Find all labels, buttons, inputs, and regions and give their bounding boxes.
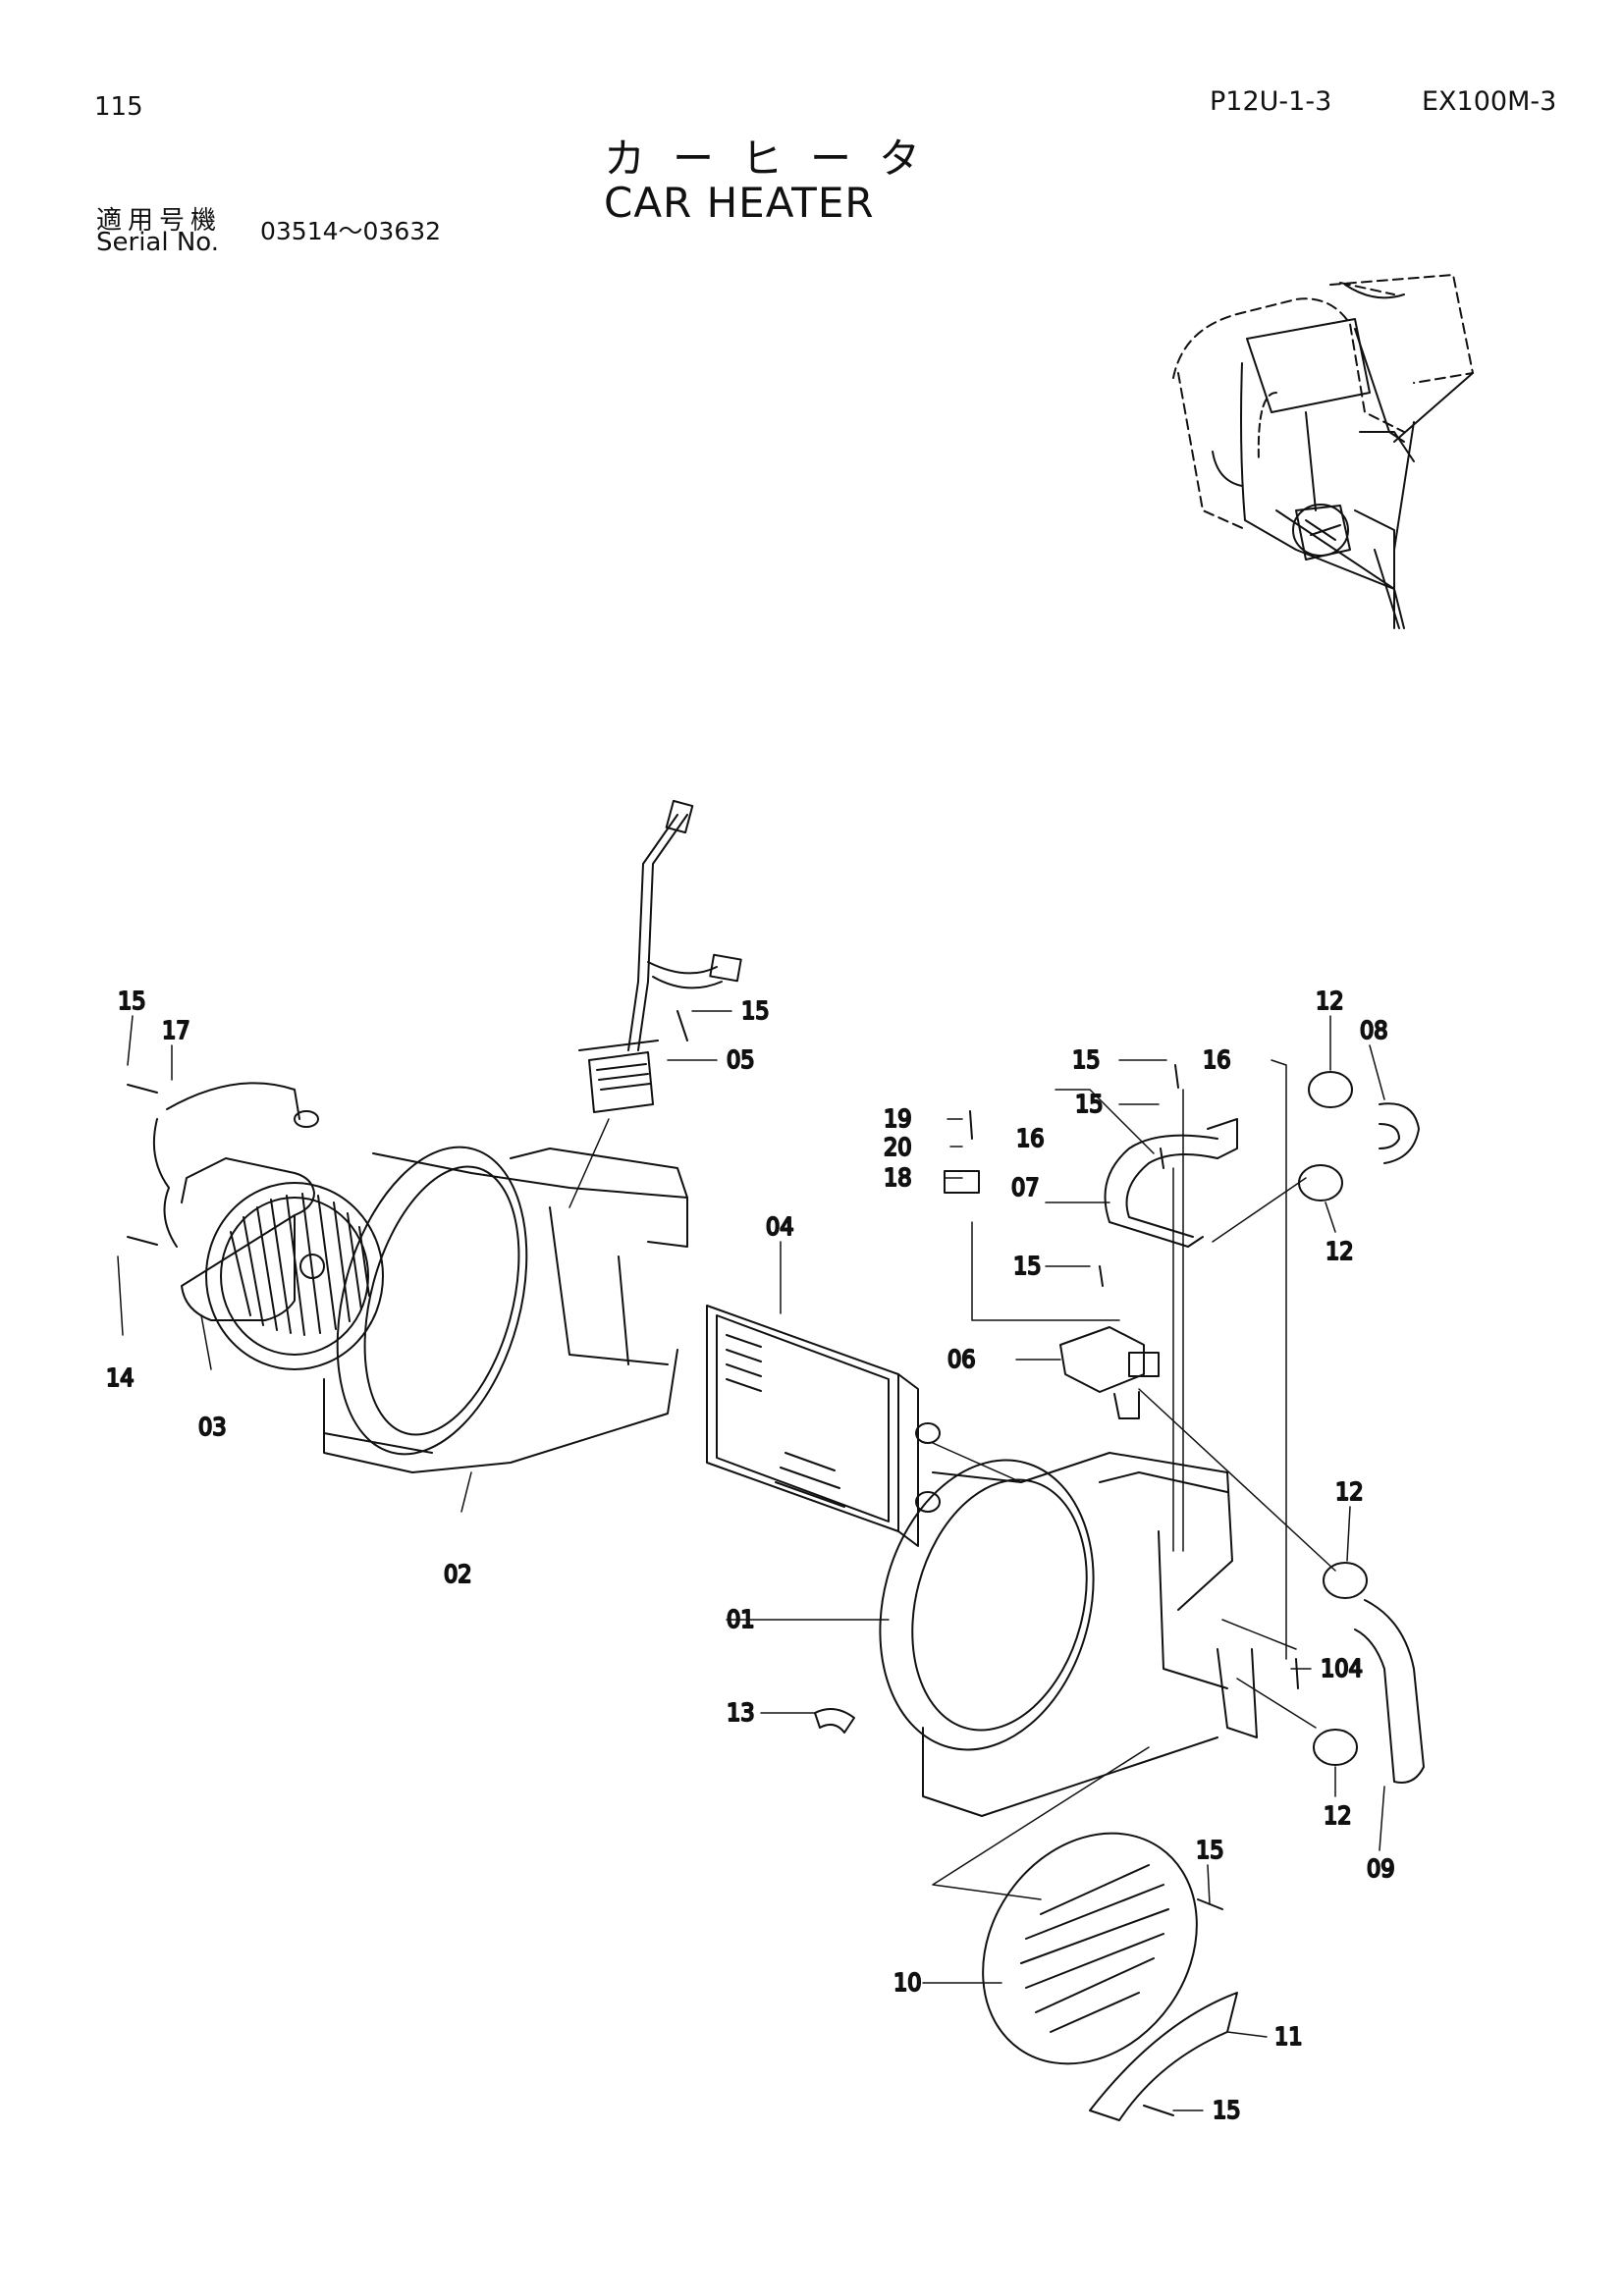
serial-label: Serial No. — [96, 228, 219, 257]
callout-10: 10 — [893, 1968, 922, 1997]
callout-17: 17 — [162, 1016, 190, 1044]
leader-lines — [117, 1010, 1385, 2111]
fan-housing — [323, 1146, 688, 1473]
clip — [814, 1708, 855, 1734]
callout-04: 04 — [766, 1212, 794, 1241]
callout-02: 02 — [444, 1560, 472, 1588]
bracket — [944, 1170, 980, 1194]
callout-14: 14 — [106, 1363, 135, 1392]
resistor-unit — [578, 1040, 659, 1113]
callout-15: 15 — [1075, 1090, 1104, 1118]
serial-label-japanese: 適用号機 — [96, 206, 223, 236]
heater-core — [706, 1305, 941, 1547]
machine-location-inset — [1172, 274, 1474, 629]
hose-right-lower — [1354, 1599, 1425, 1784]
callout-11: 11 — [1274, 2022, 1303, 2051]
reference-lines — [568, 1059, 1336, 1900]
grille — [982, 1832, 1198, 2065]
callout-06: 06 — [947, 1345, 976, 1373]
wiring-harness — [627, 799, 742, 1051]
callout-03: 03 — [198, 1413, 227, 1441]
heater-location-marker — [1292, 504, 1351, 561]
callout-15: 15 — [1013, 1252, 1042, 1280]
callout-19: 19 — [884, 1104, 912, 1133]
water-valve — [1059, 1326, 1160, 1419]
cover — [1089, 1992, 1238, 2121]
hose-upper — [1104, 1118, 1238, 1248]
callout-16: 16 — [1203, 1045, 1231, 1074]
page-number: 115 — [94, 92, 143, 122]
callout-01: 01 — [727, 1605, 755, 1633]
callout-15: 15 — [741, 996, 770, 1025]
reference-code: P12U-1-3 — [1210, 86, 1332, 117]
callout-12: 12 — [1316, 987, 1344, 1015]
callout-20: 20 — [884, 1133, 912, 1161]
serial-range: 03514～03632 — [260, 217, 442, 245]
callout-08: 08 — [1360, 1016, 1388, 1044]
callout-18: 18 — [884, 1163, 912, 1192]
callout-09: 09 — [1367, 1854, 1395, 1883]
callout-15: 15 — [118, 987, 146, 1015]
page-title-japanese: カーヒータ — [604, 134, 948, 183]
page-title: CAR HEATER — [604, 179, 875, 227]
model-name: EX100M-3 — [1422, 86, 1557, 117]
heater-case — [879, 1452, 1258, 1817]
callout-15: 15 — [1196, 1836, 1224, 1864]
blower-motor-fan — [152, 1082, 384, 1370]
callout-12: 12 — [1335, 1477, 1364, 1506]
callout-104: 104 — [1321, 1654, 1363, 1682]
callout-16: 16 — [1016, 1124, 1045, 1152]
callout-15: 15 — [1072, 1045, 1101, 1074]
callout-15: 15 — [1213, 2096, 1241, 2124]
callout-07: 07 — [1011, 1173, 1040, 1201]
callout-12: 12 — [1325, 1237, 1354, 1265]
callout-12: 12 — [1324, 1801, 1352, 1830]
callout-13: 13 — [727, 1698, 755, 1727]
hose-right-upper — [1379, 1102, 1420, 1164]
callout-05: 05 — [727, 1045, 755, 1074]
